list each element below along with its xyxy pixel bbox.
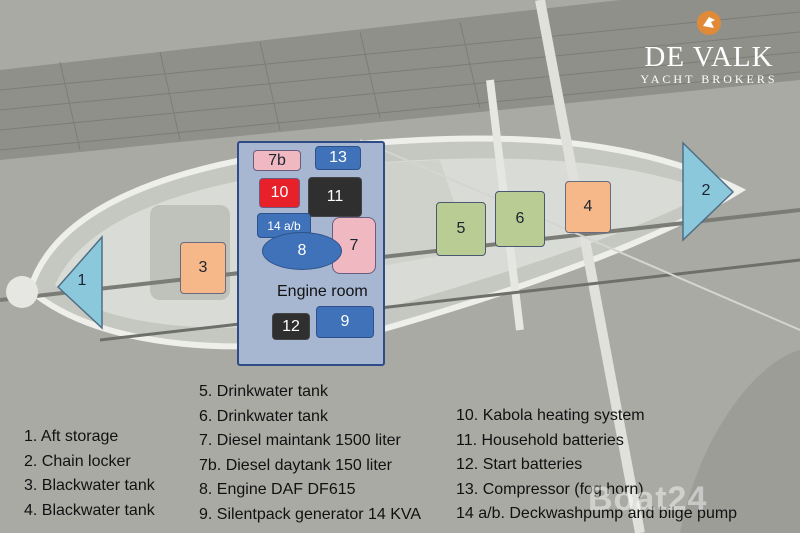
diesel-daytank-7b: 7b	[253, 150, 301, 171]
legend-item: 1. Aft storage	[24, 428, 119, 445]
de-valk-logo: DE VALK YACHT BROKERS	[628, 8, 790, 88]
legend-item: 12. Start batteries	[456, 456, 583, 474]
household-batteries-11: 11	[308, 177, 362, 217]
blackwater-tank-4: 4	[565, 181, 611, 233]
pier-planks	[0, 11, 800, 151]
rigging-shadow	[0, 208, 800, 302]
engine-8: 8	[262, 232, 342, 270]
legend-item: 10. Kabola heating system	[456, 407, 645, 424]
mast	[535, 0, 645, 533]
legend-item: 2. Chain locker	[24, 452, 131, 470]
blackwater-tank-3: 3	[180, 242, 226, 294]
label-aft-storage-1: 1	[77, 272, 87, 289]
pier	[0, 0, 800, 160]
stay-line	[359, 139, 800, 331]
legend-item: 13. Compressor (fog horn)	[456, 480, 644, 498]
logo-title: DE VALK	[644, 41, 774, 73]
label-chain-locker-2: 2	[701, 182, 711, 199]
legend-item: 4. Blackwater tank	[24, 501, 155, 519]
legend-column-1: 1. Aft storage 2. Chain locker 3. Blackw…	[24, 425, 155, 523]
falcon-icon	[697, 11, 721, 35]
legend-column-2: 5. Drinkwater tank 6. Drinkwater tank 7.…	[199, 380, 421, 528]
legend-item: 11. Household batteries	[456, 431, 624, 449]
bow-triangle-2	[682, 141, 735, 242]
boat24-watermark: Boat24	[588, 480, 708, 518]
legend-item: 9. Silentpack generator 14 KVA	[199, 505, 422, 523]
start-batteries-12: 12	[272, 313, 310, 340]
legend-column-3: 10. Kabola heating system 11. Household …	[456, 404, 737, 527]
harbour-edge	[680, 350, 800, 533]
logo-subtitle: YACHT BROKERS	[640, 72, 778, 86]
legend-item: 14 a/b. Deckwashpump and bilge pump	[456, 505, 738, 523]
rigging-shadow-2	[99, 258, 800, 342]
compressor-13: 13	[315, 146, 361, 170]
stern-fender	[6, 276, 38, 308]
legend-item: 8. Engine DAF DF615	[199, 481, 356, 499]
legend-item: 7b. Diesel daytank 150 liter	[199, 456, 392, 474]
kabola-heating-10: 10	[259, 178, 300, 208]
legend-item: 3. Blackwater tank	[24, 477, 155, 495]
silentpack-generator-9: 9	[316, 306, 374, 338]
legend-item: 7. Diesel maintank 1500 liter	[199, 432, 401, 450]
engine-room-label: Engine room	[277, 283, 368, 300]
legend-item: 5. Drinkwater tank	[199, 383, 328, 400]
aft-triangle-1	[56, 235, 103, 330]
drinkwater-tank-6: 6	[495, 191, 545, 247]
legend-item: 6. Drinkwater tank	[199, 407, 328, 425]
drinkwater-tank-5: 5	[436, 202, 486, 256]
